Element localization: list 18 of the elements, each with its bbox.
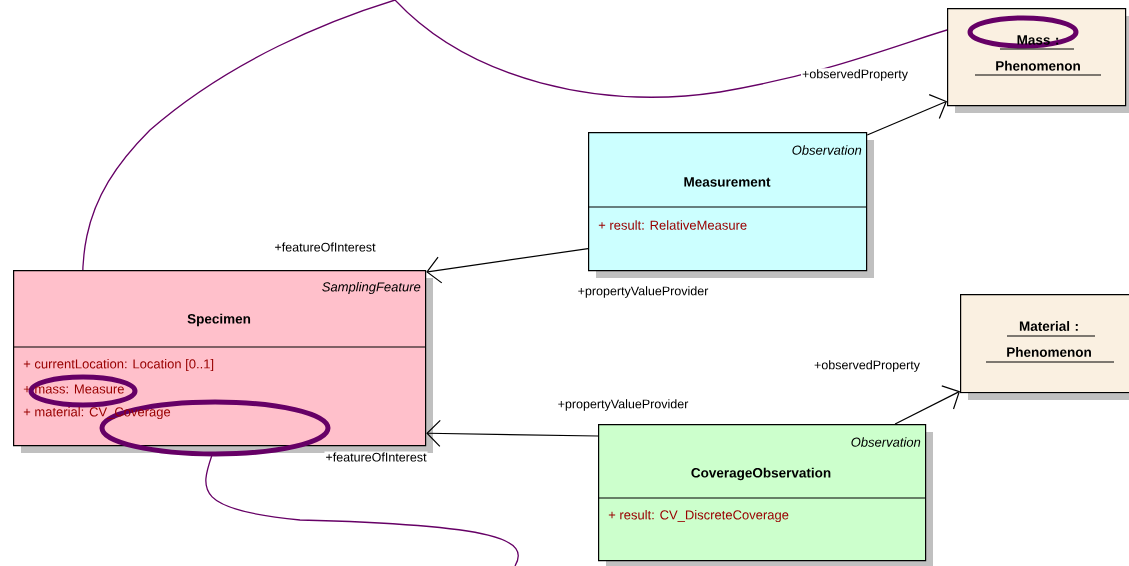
object-name: Material : Phenomenon <box>985 321 1115 363</box>
object-box <box>960 294 1129 400</box>
attribute-text: + result: CV_DiscreteCoverage <box>608 509 789 523</box>
association-arrow <box>894 385 960 425</box>
role-label: +observedProperty <box>813 359 921 373</box>
role-label: +observedProperty <box>801 68 909 82</box>
association-arrow <box>866 94 947 136</box>
attribute-text: + mass: Measure <box>23 384 124 394</box>
role-label: +featureOfInterest <box>324 451 428 463</box>
role-label: +featureOfInterest <box>273 241 377 253</box>
association-arrow <box>426 419 599 448</box>
role-label: +propertyValueProvider <box>578 286 709 298</box>
object-name: Mass : Phenomenon <box>974 35 1102 76</box>
attribute-text: + currentLocation: Location [0..1] <box>23 358 214 372</box>
association-arrow <box>426 248 589 284</box>
object-box <box>947 8 1129 113</box>
attribute-text: + result: RelativeMeasure <box>598 220 747 230</box>
role-label: +propertyValueProvider <box>558 399 689 411</box>
